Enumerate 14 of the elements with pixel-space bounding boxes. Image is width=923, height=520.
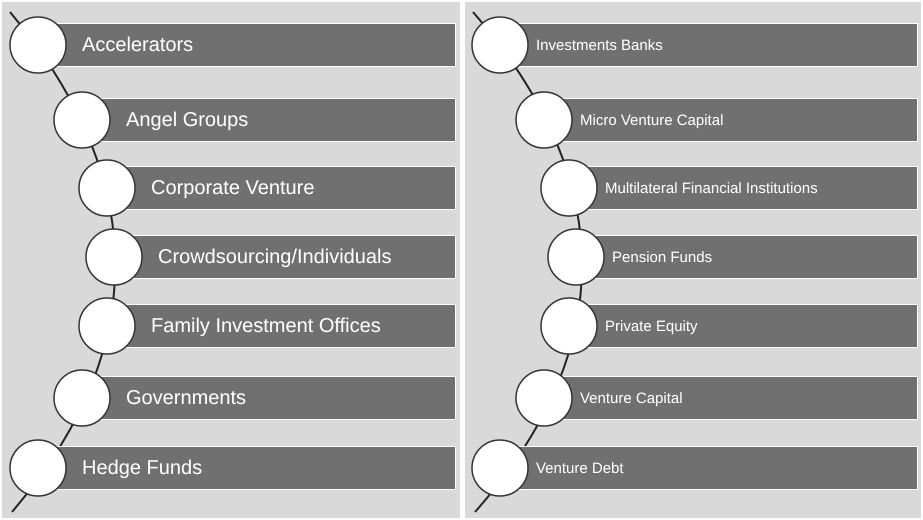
category-label: Venture Debt — [536, 460, 624, 476]
category-label: Governments — [126, 388, 246, 408]
category-label: Pension Funds — [612, 250, 712, 264]
category-label: Corporate Venture — [151, 178, 314, 198]
category-label: Micro Venture Capital — [580, 112, 724, 128]
category-label: Hedge Funds — [82, 458, 202, 478]
category-label: Accelerators — [82, 35, 194, 55]
category-label: Investments Banks — [536, 38, 663, 52]
category-label: Multilateral Financial Institutions — [605, 180, 818, 196]
category-label: Family Investment Offices — [151, 316, 381, 336]
category-label: Private Equity — [605, 318, 698, 334]
category-label: Venture Capital — [580, 390, 683, 406]
category-label: Angel Groups — [126, 110, 248, 130]
category-label: Crowdsourcing/Individuals — [158, 247, 392, 267]
